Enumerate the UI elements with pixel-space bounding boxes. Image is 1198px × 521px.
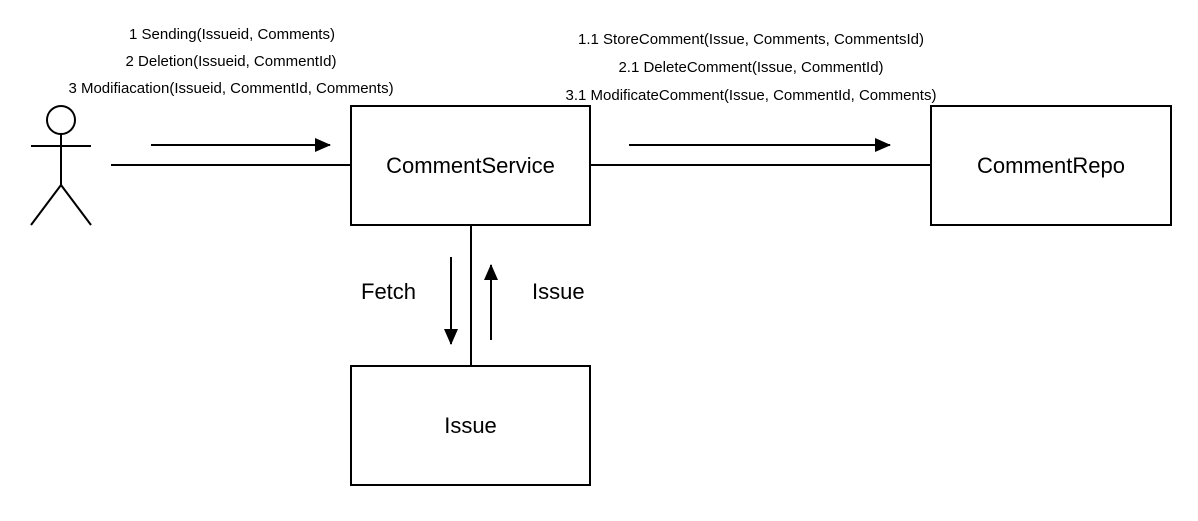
repo-message-3: 3.1 ModificateComment(Issue, CommentId, … <box>565 87 937 104</box>
comment-service-label: CommentService <box>386 152 555 178</box>
comment-repo-label: CommentRepo <box>977 152 1125 178</box>
issue-label: Issue <box>444 412 497 438</box>
actor-message-3: 3 Modifiacation(Issueid, CommentId, Comm… <box>68 80 394 97</box>
repo-message-2: 2.1 DeleteComment(Issue, CommentId) <box>618 59 884 76</box>
repo-message-1: 1.1 StoreComment(Issue, Comments, Commen… <box>578 31 924 48</box>
issue-node: Issue <box>350 365 591 486</box>
actor-message-1: 1 Sending(Issueid, Comments) <box>129 26 335 43</box>
fetch-label: Fetch <box>361 279 417 304</box>
comment-service-node: CommentService <box>350 105 591 226</box>
actor-message-2: 2 Deletion(Issueid, CommentId) <box>125 53 337 70</box>
issue-return-label: Issue <box>532 279 585 304</box>
actor-icon <box>30 105 92 226</box>
comment-repo-node: CommentRepo <box>930 105 1172 226</box>
